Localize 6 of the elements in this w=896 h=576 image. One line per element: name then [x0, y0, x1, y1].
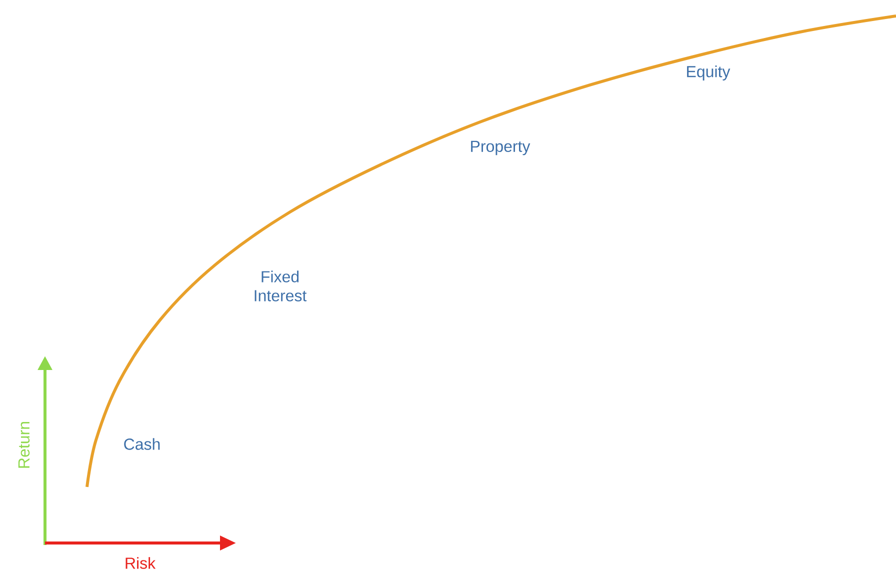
axis-label: Risk — [126, 557, 156, 569]
axis-label: Return — [18, 422, 30, 468]
asset-class-label: Equity — [687, 66, 730, 80]
asset-class-label: Property — [471, 140, 530, 156]
asset-class-label: Fixed Interest — [254, 270, 307, 302]
asset-class-label: Cash — [124, 438, 160, 450]
